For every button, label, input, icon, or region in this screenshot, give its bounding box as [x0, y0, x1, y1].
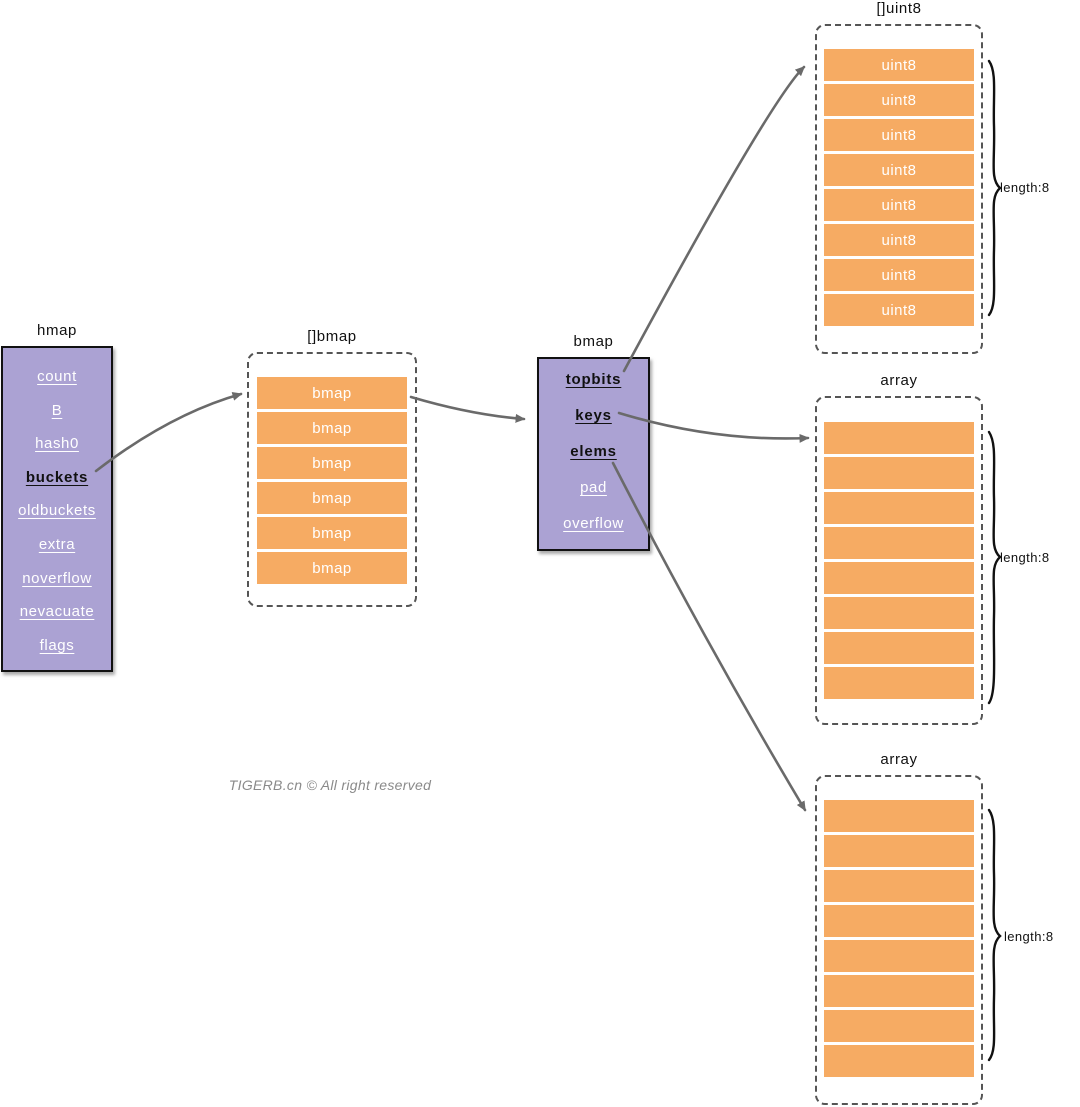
uint8-slice-box: uint8 uint8 uint8 uint8 uint8 uint8 uint… — [815, 24, 983, 354]
hmap-field-b: B — [51, 401, 63, 419]
bmap-cell: bmap — [257, 482, 407, 514]
bmap-struct-title: bmap — [573, 333, 614, 350]
key-cell — [824, 632, 974, 664]
bmap-field-pad: pad — [580, 479, 607, 496]
key-cell — [824, 492, 974, 524]
length-label-uint8: length:8 — [1000, 180, 1050, 195]
hmap-field-flags: flags — [39, 636, 75, 654]
uint8-cell: uint8 — [824, 224, 974, 256]
key-cell — [824, 562, 974, 594]
elem-cell — [824, 975, 974, 1007]
hmap-field-noverflow: noverflow — [22, 569, 92, 587]
length-label-elems: length:8 — [1004, 929, 1054, 944]
hmap-field-buckets: buckets — [25, 468, 89, 486]
elems-array: array — [815, 751, 983, 1105]
bmap-cell: bmap — [257, 412, 407, 444]
elem-cell — [824, 800, 974, 832]
elem-cell — [824, 1010, 974, 1042]
hmap-field-nevacuate: nevacuate — [19, 603, 95, 621]
uint8-cell: uint8 — [824, 294, 974, 326]
watermark: TIGERB.cn © All right reserved — [228, 777, 432, 793]
uint8-slice-title: []uint8 — [876, 0, 922, 17]
bmap-slice-title: []bmap — [307, 328, 357, 345]
bmap-cell: bmap — [257, 517, 407, 549]
elems-array-title: array — [880, 751, 918, 768]
uint8-cell: uint8 — [824, 154, 974, 186]
bmap-field-keys: keys — [575, 407, 612, 424]
elem-cell — [824, 1045, 974, 1077]
bmap-field-elems: elems — [570, 443, 617, 460]
uint8-cell: uint8 — [824, 84, 974, 116]
uint8-cell: uint8 — [824, 119, 974, 151]
keys-array: array — [815, 372, 983, 725]
bmap-slice-box: bmap bmap bmap bmap bmap bmap — [247, 352, 417, 607]
hmap-field-count: count — [37, 368, 77, 386]
length-brace-elems — [987, 808, 1002, 1062]
uint8-cell: uint8 — [824, 189, 974, 221]
bmap-cell: bmap — [257, 377, 407, 409]
length-brace-uint8 — [987, 59, 1002, 317]
arrow-buckets-to-bmap-slice — [94, 391, 243, 473]
elem-cell — [824, 940, 974, 972]
hmap-field-extra: extra — [38, 536, 76, 553]
bmap-field-topbits: topbits — [565, 371, 622, 388]
bmap-cell: bmap — [257, 552, 407, 584]
elems-array-box — [815, 775, 983, 1105]
key-cell — [824, 422, 974, 454]
key-cell — [824, 597, 974, 629]
bmap-struct: bmap topbits keys elems pad overflow — [537, 333, 650, 551]
uint8-cell: uint8 — [824, 259, 974, 291]
arrow-bmap-cell-to-bmap-struct — [409, 395, 526, 423]
length-label-keys: length:8 — [1000, 550, 1050, 565]
hmap-field-hash0: hash0 — [35, 435, 79, 453]
key-cell — [824, 457, 974, 489]
key-cell — [824, 527, 974, 559]
length-brace-keys — [987, 430, 1002, 705]
elem-cell — [824, 905, 974, 937]
bmap-struct-box: topbits keys elems pad overflow — [537, 357, 650, 551]
bmap-field-overflow: overflow — [563, 515, 624, 532]
bmap-slice: []bmap bmap bmap bmap bmap bmap bmap — [247, 328, 417, 607]
elem-cell — [824, 835, 974, 867]
key-cell — [824, 667, 974, 699]
arrow-topbits-to-uint8-slice — [622, 65, 806, 373]
hmap-field-oldbuckets: oldbuckets — [18, 502, 96, 520]
bmap-cell: bmap — [257, 447, 407, 479]
elem-cell — [824, 870, 974, 902]
uint8-slice: []uint8 uint8 uint8 uint8 uint8 uint8 ui… — [815, 0, 983, 354]
hmap-box: count B hash0 buckets oldbuckets extra n… — [1, 346, 113, 672]
keys-array-title: array — [880, 372, 918, 389]
hmap-struct: hmap count B hash0 buckets oldbuckets ex… — [1, 322, 113, 672]
keys-array-box — [815, 396, 983, 725]
hmap-title: hmap — [37, 322, 77, 339]
uint8-cell: uint8 — [824, 49, 974, 81]
